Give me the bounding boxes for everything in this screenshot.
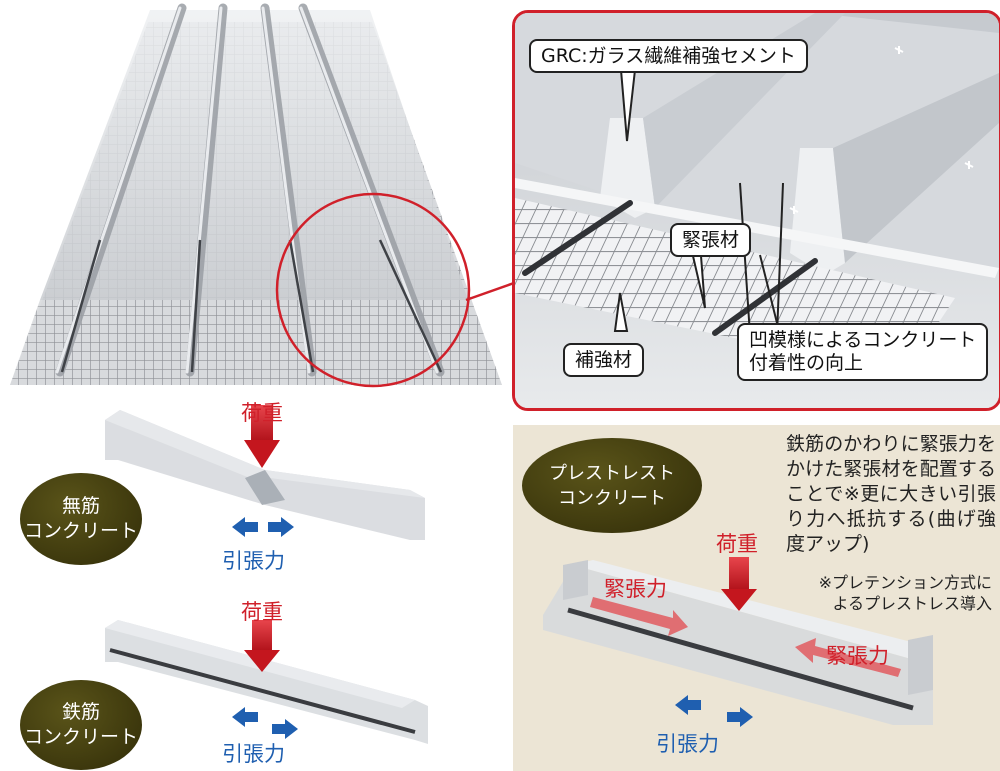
reinforcement-label: 補強材	[575, 349, 633, 371]
prestress-load-arrow	[729, 557, 749, 589]
prestress-note-line1: ※プレテンション方式に	[818, 573, 992, 592]
plain-concrete-beam	[105, 405, 425, 540]
bond-callout: 凹模様によるコンクリート 付着性の向上	[737, 323, 989, 381]
deck-surface	[40, 10, 468, 300]
reinforcement-callout: 補強材	[563, 343, 645, 377]
prestress-note-line2: よるプレストレス導入	[832, 594, 992, 613]
reinforced-concrete-beam	[105, 620, 428, 744]
reinforced-title-line1: 鉄筋	[61, 701, 100, 723]
detail-zoom-box: GRC:ガラス繊維補強セメント 緊張材 補強材 凹模様によるコンクリート 付着性…	[512, 10, 1000, 411]
plain-title-line1: 無筋	[61, 495, 100, 517]
reinforced-title-line2: コンクリート	[23, 726, 138, 748]
grc-callout: GRC:ガラス繊維補強セメント	[529, 39, 808, 73]
plain-load-arrow	[251, 405, 273, 440]
plain-load-label: 荷重	[241, 401, 283, 425]
tension-material-label: 緊張材	[682, 229, 740, 251]
reinforced-load-label: 荷重	[241, 600, 283, 624]
prestress-note: ※プレテンション方式に よるプレストレス導入	[786, 572, 992, 614]
prestress-tension-label: 引張力	[656, 732, 719, 756]
tension-material-callout: 緊張材	[670, 223, 752, 257]
reinforced-concrete-title: 鉄筋 コンクリート	[20, 680, 142, 770]
bond-label-line1: 凹模様によるコンクリート	[749, 329, 977, 351]
grc-label: GRC:ガラス繊維補強セメント	[541, 45, 796, 67]
prestressed-beam	[543, 557, 933, 727]
prestress-description: 鉄筋のかわりに緊張力をかけた緊張材を配置することで※更に大きい引張り力へ抵抗する…	[786, 433, 996, 555]
plain-concrete-title: 無筋 コンクリート	[20, 473, 142, 565]
prestress-title-line1: プレストレスト	[549, 462, 675, 484]
zoom-circle	[275, 192, 471, 388]
prestressed-concrete-title: プレストレスト コンクリート	[522, 438, 702, 533]
prestress-title-line2: コンクリート	[558, 487, 666, 509]
prestress-tendon-label-right: 緊張力	[826, 644, 889, 668]
reinforced-tension-label: 引張力	[222, 742, 285, 766]
bond-label-line2: 付着性の向上	[749, 352, 864, 374]
prestress-tendon-label-left: 緊張力	[604, 577, 667, 601]
prestress-load-label: 荷重	[716, 532, 758, 556]
reinforced-load-arrow	[252, 620, 272, 650]
plain-title-line2: コンクリート	[23, 520, 138, 542]
plain-tension-label: 引張力	[222, 549, 285, 573]
